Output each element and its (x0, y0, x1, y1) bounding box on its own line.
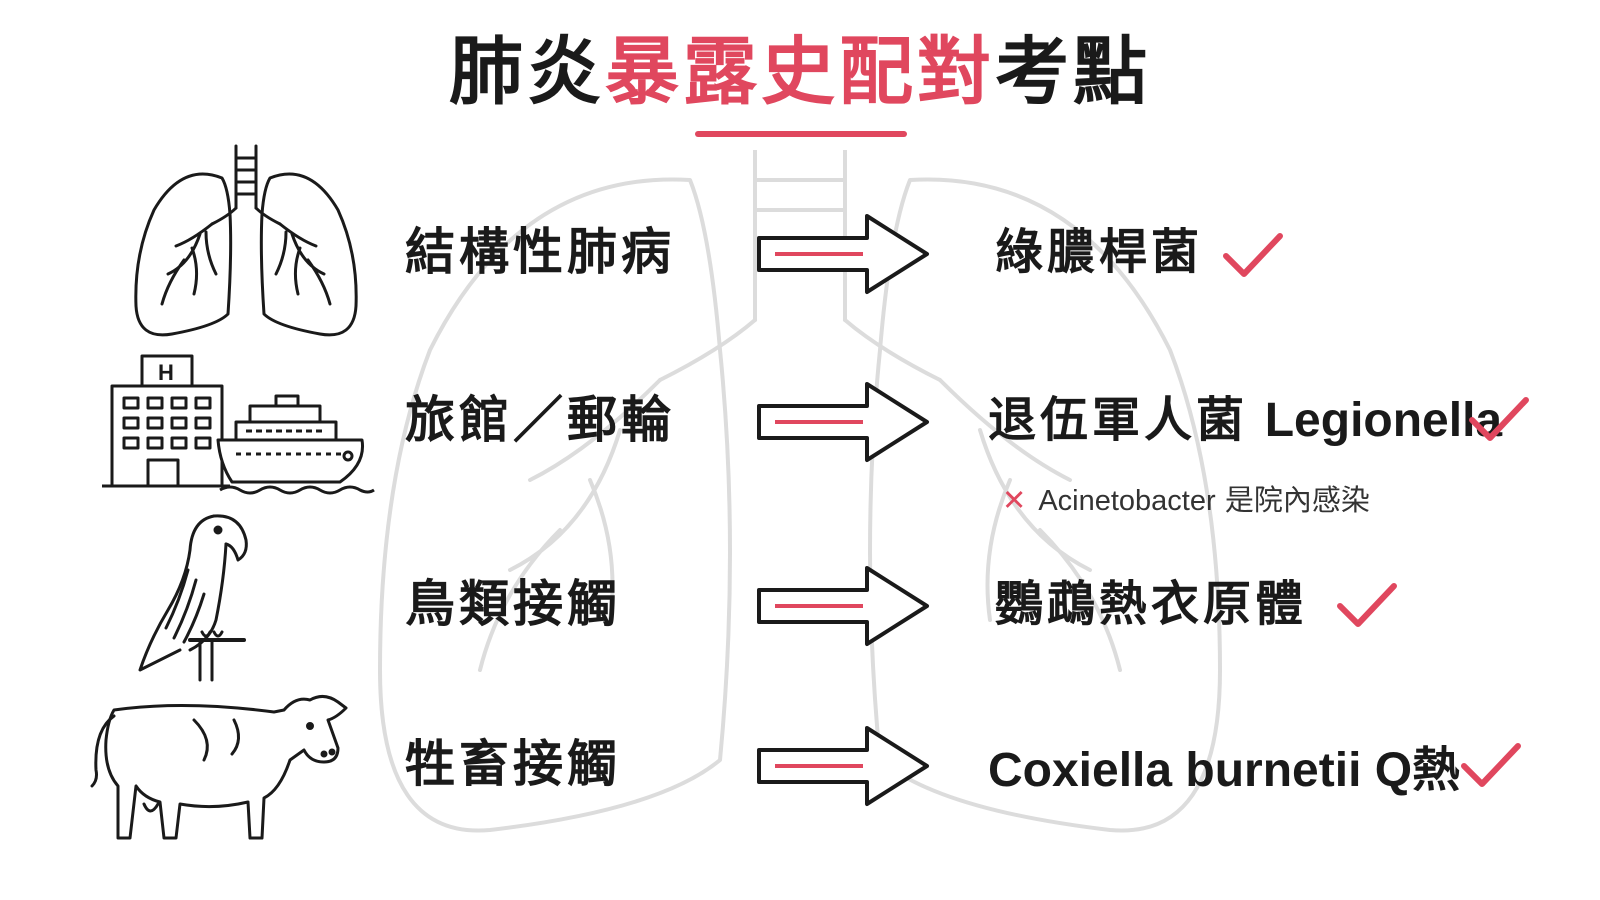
check-icon (1337, 583, 1397, 627)
pathogen-label-pseudomonas: 綠膿桿菌 (995, 224, 1204, 280)
cow-icon (90, 695, 348, 840)
check-icon (1461, 743, 1521, 787)
pathogen-cjk: 退伍軍人菌 (988, 392, 1249, 448)
note-cjk: 是院內感染 (1224, 483, 1370, 517)
pathogen-label-chlamydia-psittaci: 鸚鵡熱衣原體 (995, 576, 1308, 632)
pathogen-latin: Legionella (1264, 394, 1503, 447)
note-latin: Acinetobacter (1038, 485, 1216, 517)
exposure-label-livestock-contact: 牲畜接觸 (405, 735, 621, 793)
arrow-icon (757, 566, 929, 646)
exposure-label-hotel-cruise: 旅館／郵輪 (405, 391, 675, 449)
parrot-icon (138, 514, 248, 682)
check-icon (1469, 397, 1529, 441)
pathogen-cjk: 熱 (1412, 742, 1461, 798)
check-icon (1223, 233, 1283, 277)
lungs-icon (134, 144, 358, 337)
cross-icon: ✕ (1002, 483, 1027, 517)
exposure-label-structural-lung-disease: 結構性肺病 (405, 223, 675, 281)
title-part1: 肺炎 (449, 29, 605, 115)
title-part2: 考點 (995, 29, 1151, 115)
svg-text:H: H (158, 360, 174, 385)
note-acinetobacter: ✕ Acinetobacter 是院內感染 (1002, 482, 1370, 519)
pathogen-latin: Coxiella burnetii Q (988, 744, 1413, 797)
title-highlight: 暴露史配對 (605, 29, 995, 115)
exposure-label-bird-contact: 鳥類接觸 (405, 575, 621, 633)
title-underline (695, 131, 907, 137)
pathogen-label-coxiella: Coxiella burnetii Q熱 (988, 740, 1460, 801)
arrow-icon (757, 726, 929, 806)
arrow-icon (757, 214, 929, 294)
hotel-ship-icon: H (102, 354, 375, 495)
page-title: 肺炎暴露史配對考點 (0, 22, 1600, 122)
pathogen-label-legionella: 退伍軍人菌 Legionella (988, 390, 1502, 451)
arrow-icon (757, 382, 929, 462)
